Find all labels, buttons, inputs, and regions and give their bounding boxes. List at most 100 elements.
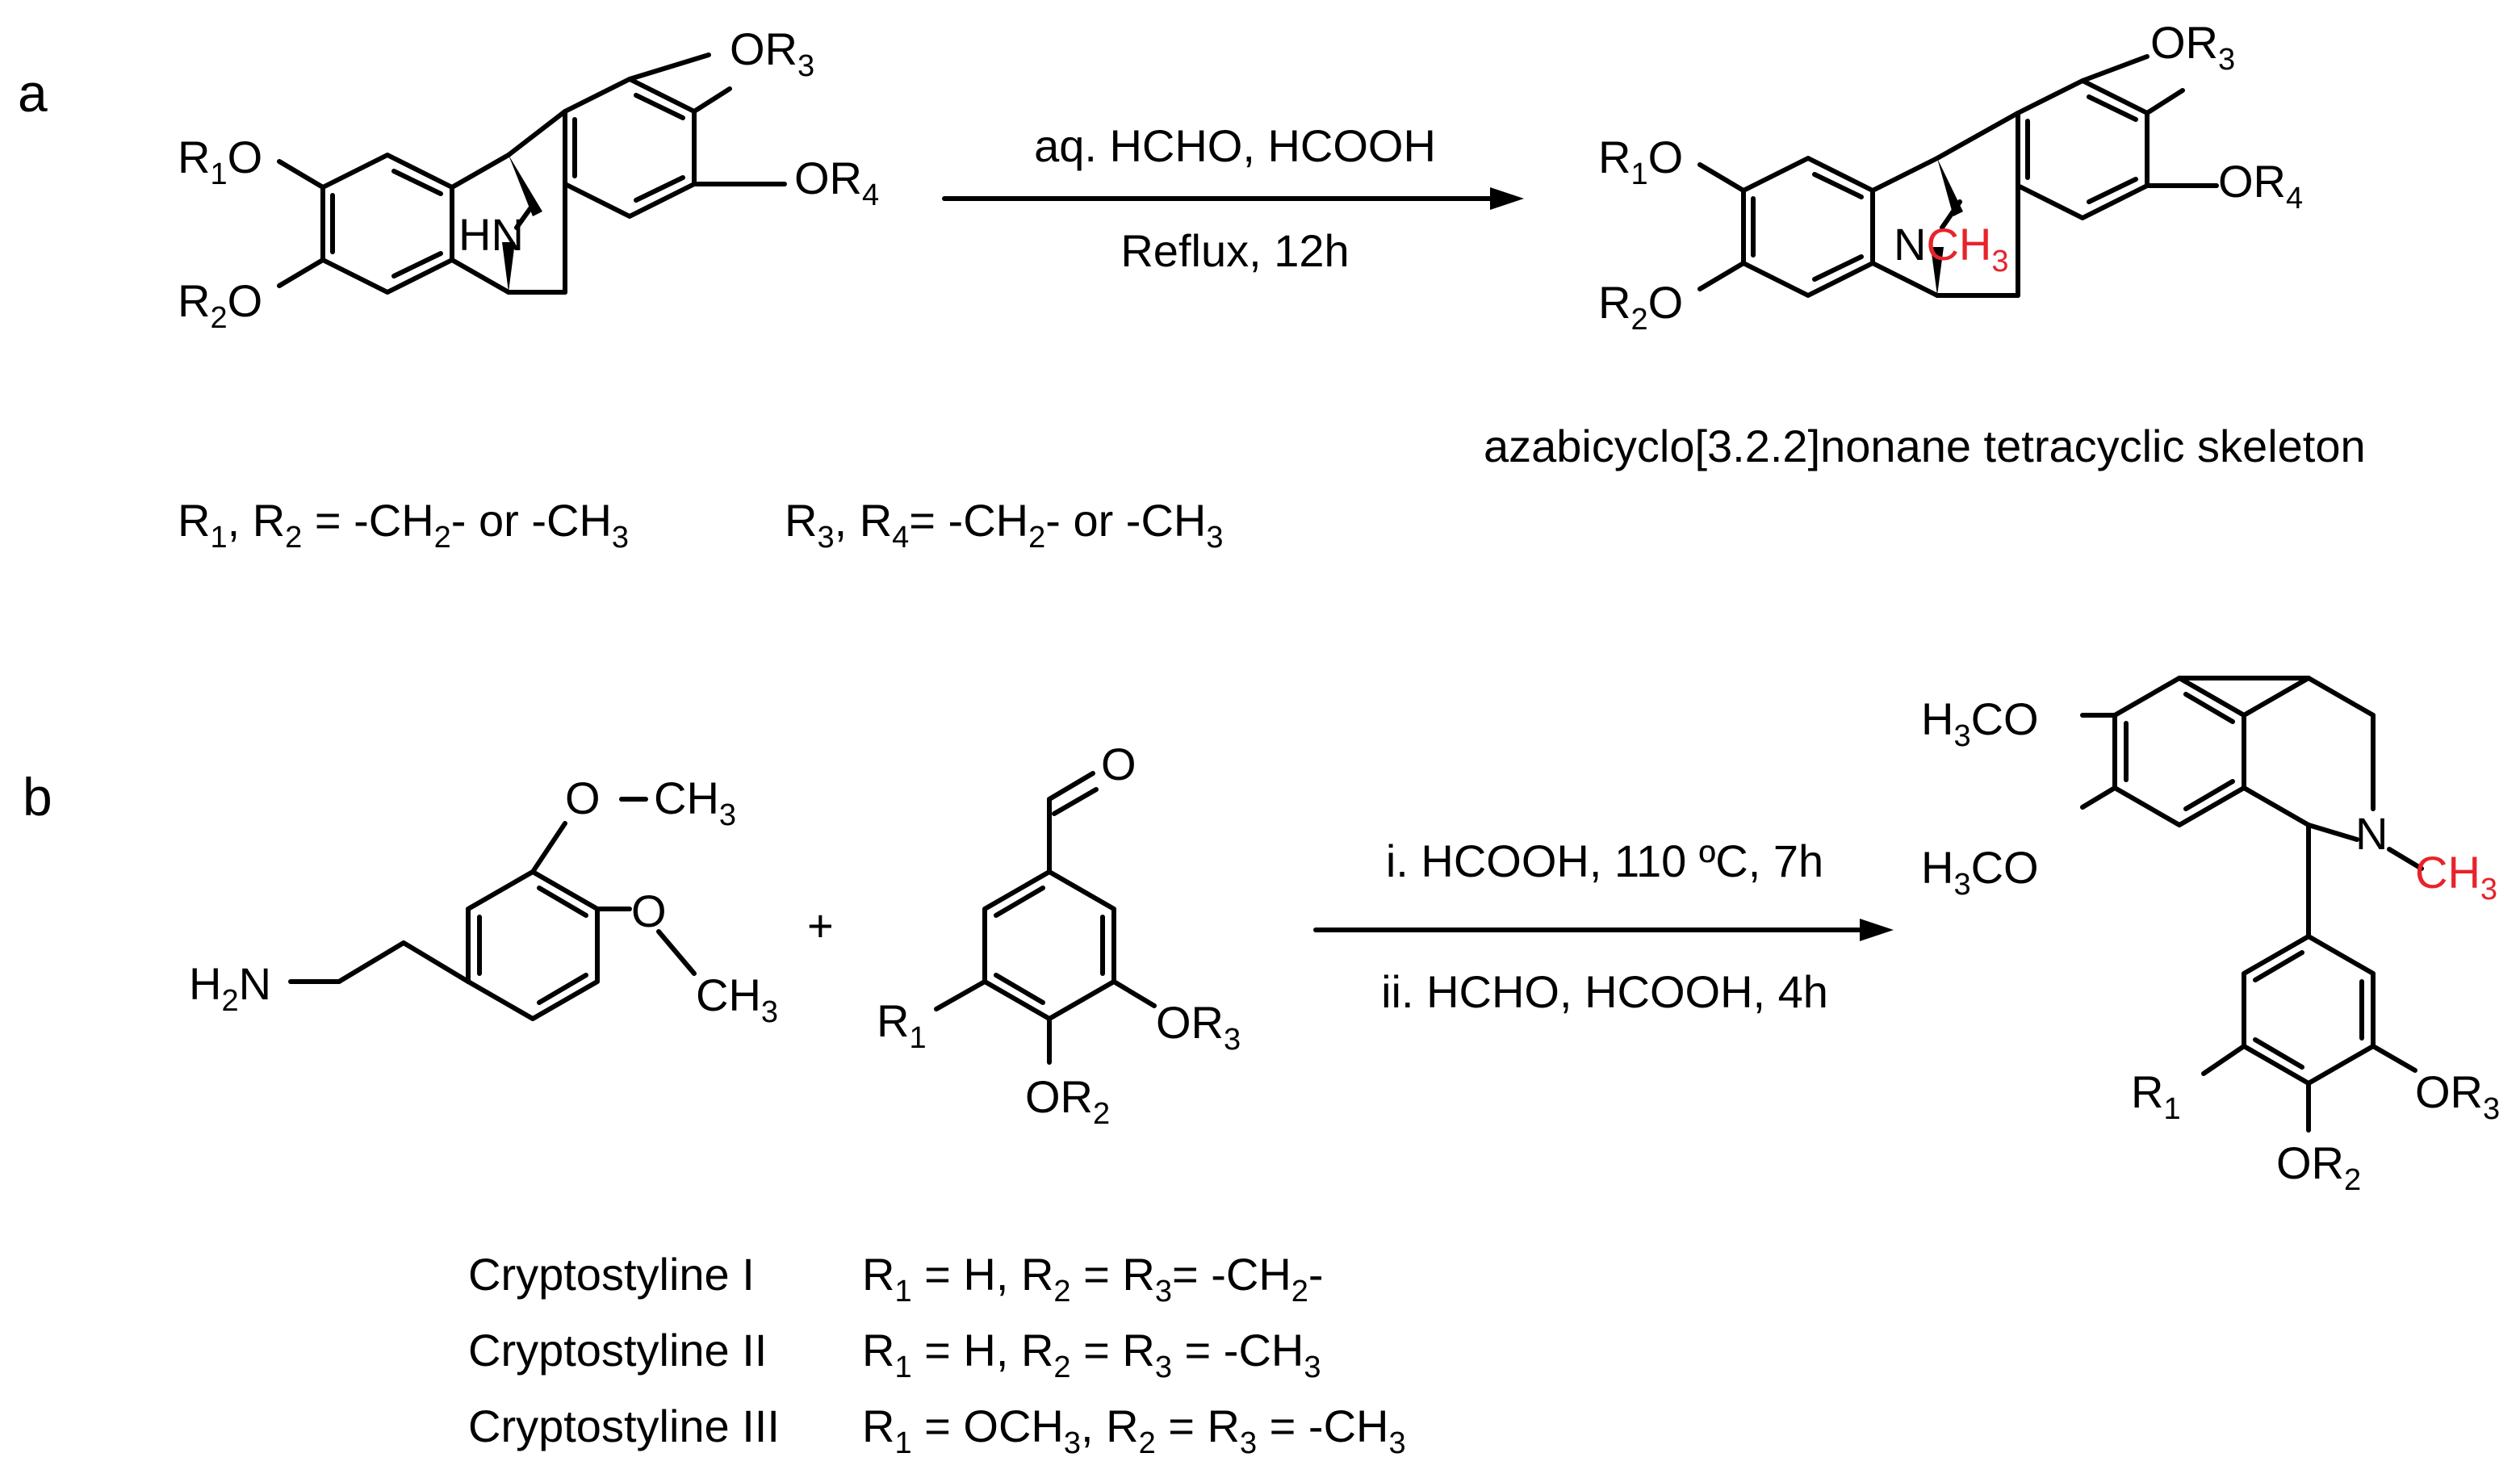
pr-b-or2-sub: 2 [2344,1163,2361,1197]
svg-text:CH3: CH3 [654,773,736,832]
sm-r1o-sub: 1 [210,157,227,191]
panel-a-product [1697,54,2219,298]
amine-ome1-ch: CH [654,773,719,823]
compound-row-def: R1 = OCH3, R2 = R3 = -CH3 [862,1401,1406,1460]
amine-nh2-n: N [239,958,271,1009]
svg-text:NCH3: NCH3 [1894,219,2008,278]
panel-b-step2: ii. HCHO, HCOOH, 4h [1381,966,1828,1017]
pr-b-meo1-h: H [1921,693,1953,744]
pr-a-or3-sub: 3 [2218,43,2235,77]
panel-a-def-right: R3, R4= -CH2- or -CH3 [785,495,1223,555]
pr-a-r2o-o: O [1648,277,1684,328]
pr-b-meo2-co: CO [1971,842,2039,893]
amine-ome2-ch: CH [696,969,761,1020]
sm-r1o-r: R [178,132,210,182]
svg-text:R1: R1 [2131,1066,2181,1126]
pr-b-meo2-h: H [1921,842,1953,893]
pr-a-r1o-sub: 1 [1630,157,1647,191]
sm-or3-sub: 3 [797,49,814,83]
pr-a-r1o-r: R [1598,132,1630,182]
svg-text:R1O: R1O [178,132,262,191]
svg-text:R1: R1 [877,995,927,1055]
ald-or2-sub: 2 [1093,1097,1110,1131]
pr-b-meo2-sub: 3 [1953,868,1970,902]
sm-or4-or: OR [794,153,862,203]
sm-or3-or: OR [730,23,797,74]
ald-r1-sub: 1 [909,1021,926,1055]
panel-a-starting-material [277,52,787,295]
svg-text:OR3: OR3 [1156,997,1241,1057]
plus-sign: + [807,900,834,951]
compound-row: Cryptostyline II [468,1325,767,1376]
sm-r2o-r: R [178,275,210,326]
panel-b-amine [288,797,697,1021]
pr-b-or3-or: OR [2415,1066,2483,1117]
ald-or2-or: OR [1025,1071,1093,1122]
amine-ome1-o: O [565,773,601,823]
svg-text:OR3: OR3 [2415,1066,2500,1126]
sm-nh-label: HN [458,209,524,260]
ald-or3-sub: 3 [1224,1023,1241,1057]
sm-or4-sub: 4 [862,178,879,212]
ald-r1-r: R [877,995,909,1046]
compound-row-def: R1 = H, R2 = R3 = -CH3 [862,1325,1321,1384]
panel-a-reagents-top: aq. HCHO, HCOOH [1034,120,1436,171]
pr-b-meo1-sub: 3 [1953,719,1970,753]
pr-b-or3-sub: 3 [2483,1092,2500,1126]
svg-text:OR4: OR4 [2218,156,2303,216]
panel-b-step1: i. HCOOH, 110 ºC, 7h [1386,835,1823,886]
pr-a-or3-or: OR [2150,17,2218,68]
pr-a-r2o-r: R [1598,277,1630,328]
svg-text:H3CO: H3CO [1921,842,2039,902]
pr-a-nme-ch: CH [1926,219,1991,270]
svg-text:OR4: OR4 [794,153,879,212]
pr-a-nme-sub: 3 [1991,245,2008,278]
pr-b-r1-r: R [2131,1066,2163,1117]
svg-text:R2O: R2O [1598,277,1683,337]
amine-nh2-h: H [189,958,221,1009]
pr-b-r1-sub: 1 [2163,1092,2180,1126]
pr-b-nme-sub: 3 [2480,873,2497,907]
svg-text:H3CO: H3CO [1921,693,2039,753]
skeleton-caption: azabicyclo[3.2.2]nonane tetracyclic skel… [1484,421,2366,471]
pr-a-n: N [1894,219,1926,270]
svg-text:R2O: R2O [178,275,262,335]
pr-b-or2-or: OR [2276,1137,2344,1188]
compound-row-def: R1 = H, R2 = R3= -CH2- [862,1249,1324,1309]
pr-b-n: N [2355,808,2388,859]
pr-b-meo1-co: CO [1971,693,2039,744]
compound-row: Cryptostyline I [468,1249,755,1300]
sm-r2o-o: O [228,275,263,326]
pr-a-r1o-o: O [1648,132,1684,182]
compound-row: Cryptostyline III [468,1401,780,1451]
amine-ome2-sub: 3 [761,995,778,1029]
panel-a-def-left: R1, R2 = -CH2- or -CH3 [178,495,629,555]
svg-text:OR2: OR2 [1025,1071,1110,1131]
compound-list: Cryptostyline I R1 = H, R2 = R3= -CH2- C… [468,1249,1406,1460]
svg-text:OR3: OR3 [2150,17,2235,77]
svg-text:O: O [565,773,601,823]
amine-ome2-o: O [631,886,667,936]
panel-b-product [2080,676,2424,1133]
pr-b-nme-ch: CH [2415,847,2480,898]
svg-text:OR3: OR3 [730,23,814,83]
pr-a-r2o-sub: 2 [1630,303,1647,337]
sm-r2o-sub: 2 [210,301,227,335]
aldehyde-o: O [1101,739,1137,789]
svg-text:CH3: CH3 [2415,847,2497,907]
amine-ome1-sub: 3 [719,798,736,832]
panel-a-reagents-bottom: Reflux, 12h [1120,225,1349,276]
svg-text:H2N: H2N [189,958,271,1018]
panel-a-arrowhead [1490,187,1524,210]
amine-nh2-sub: 2 [221,984,238,1018]
pr-a-or4-or: OR [2218,156,2286,207]
sm-r1o-o: O [228,132,263,182]
panel-b-label: b [23,767,52,827]
panel-a-label: a [18,63,48,123]
ald-or3-or: OR [1156,997,1224,1048]
svg-text:OR2: OR2 [2276,1137,2361,1197]
panel-b-arrowhead [1860,919,1894,941]
svg-text:R1O: R1O [1598,132,1683,191]
pr-a-or4-sub: 4 [2286,182,2303,216]
